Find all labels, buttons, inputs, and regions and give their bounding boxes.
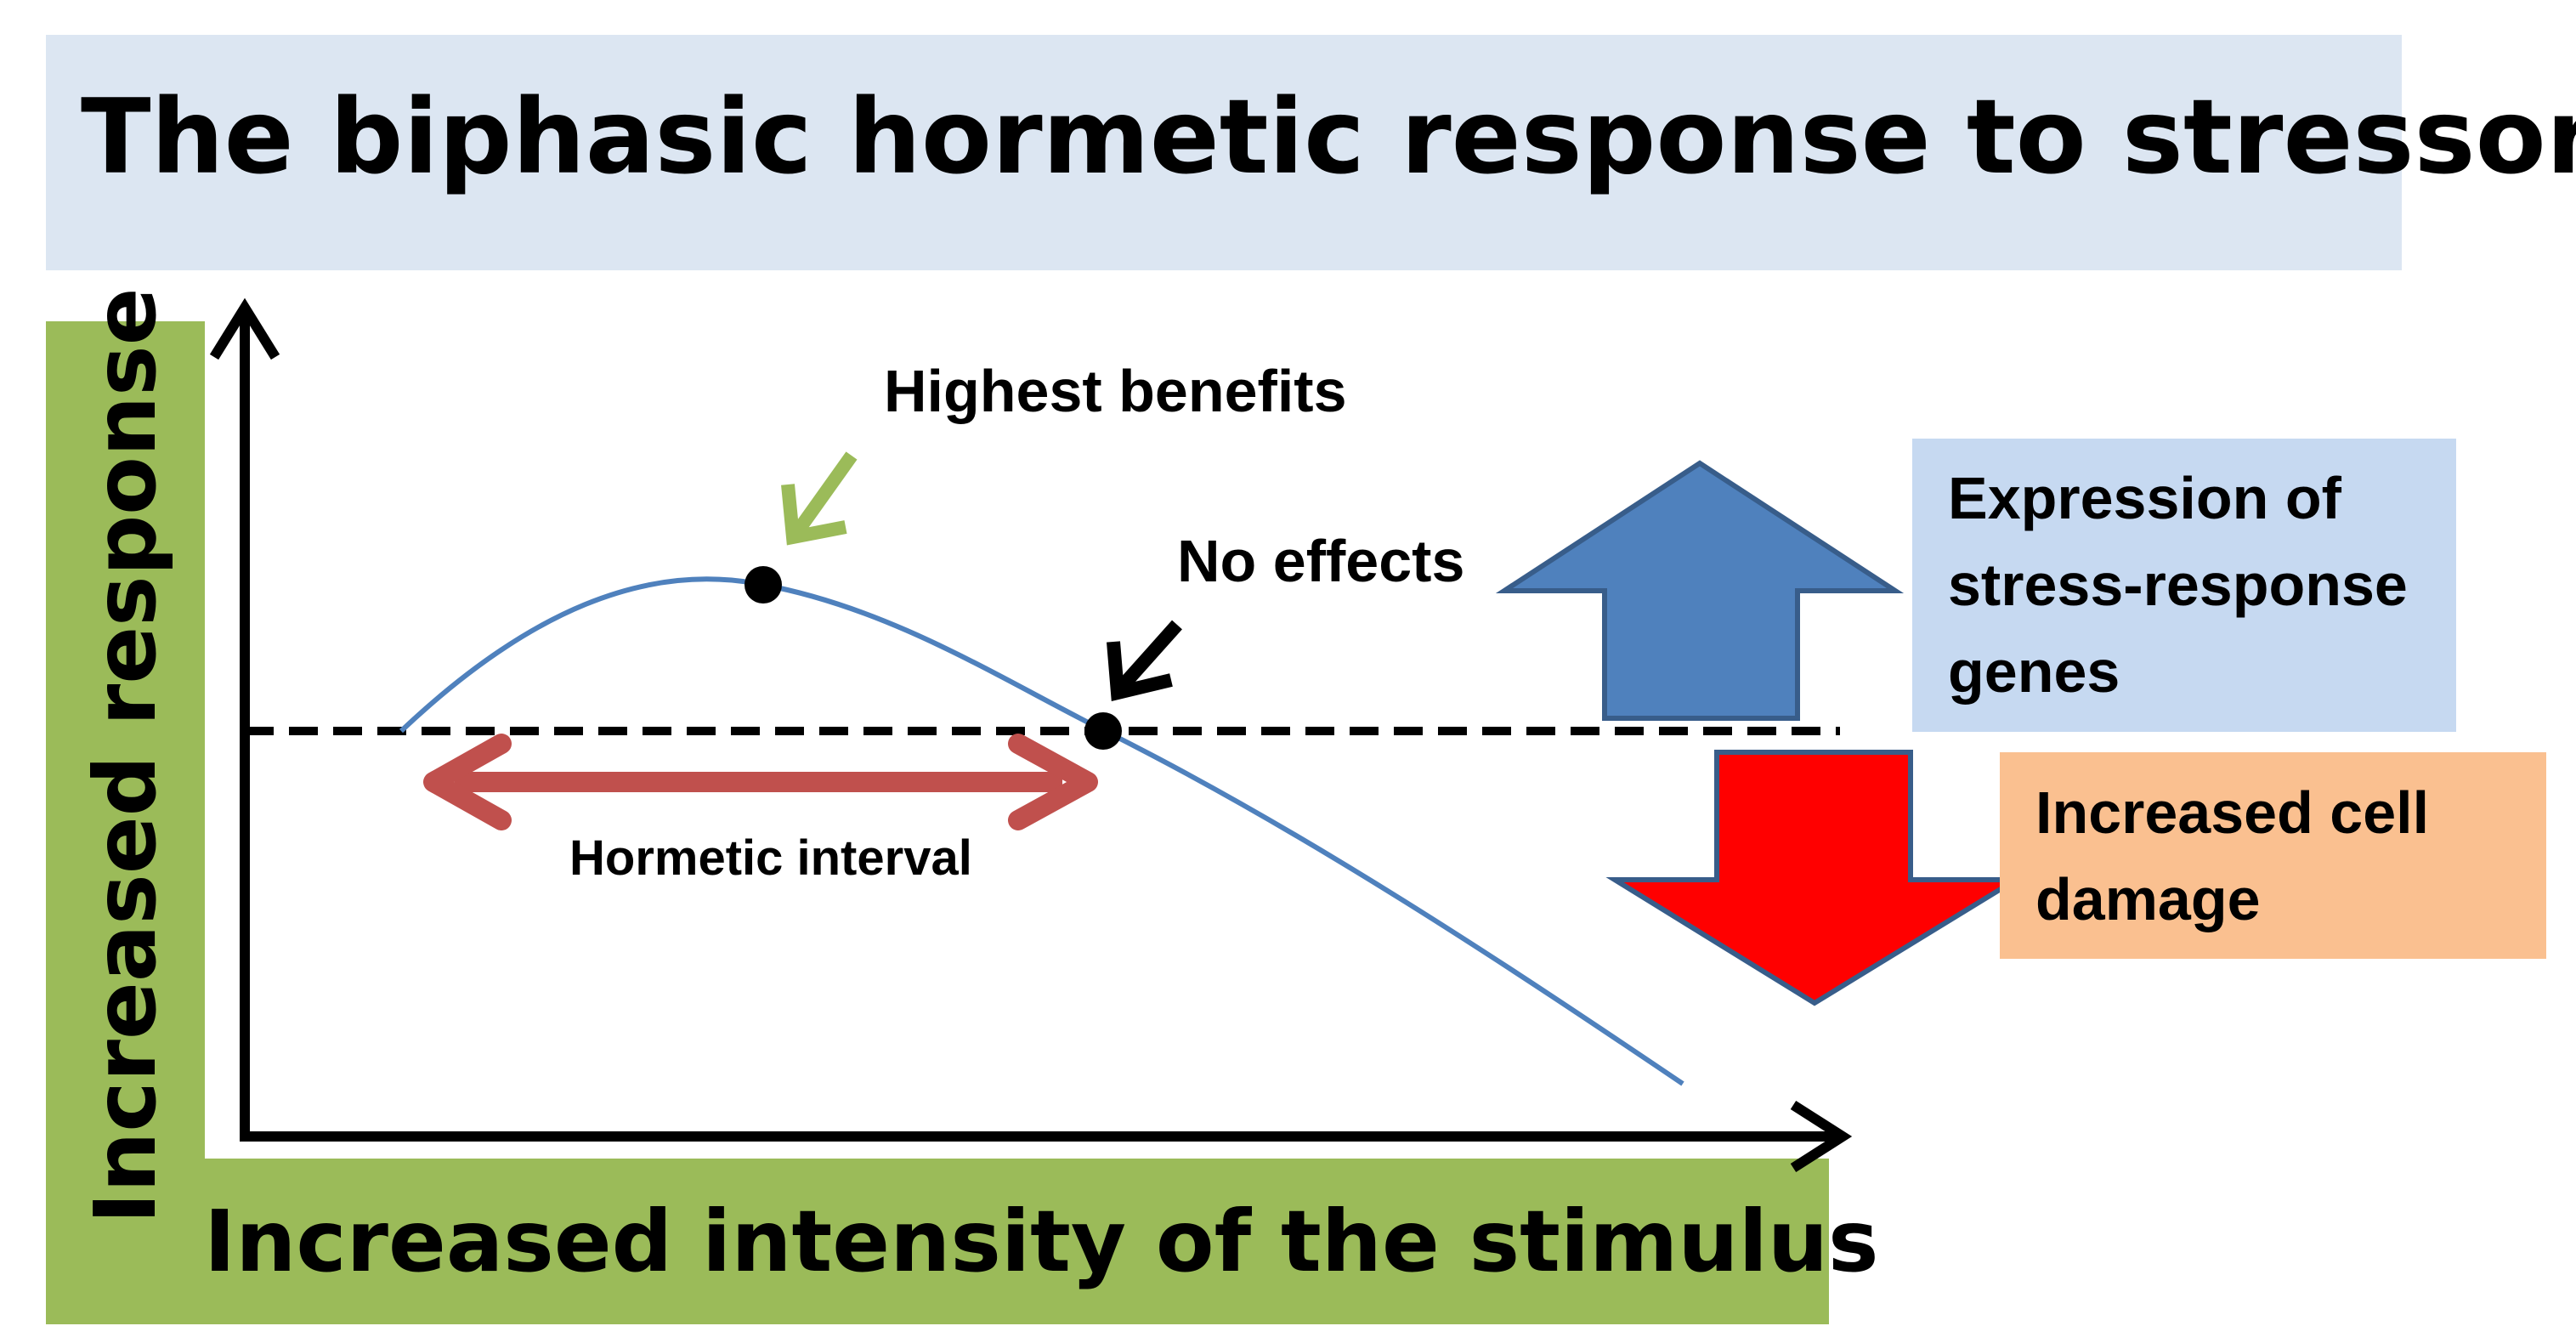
cell-damage-text: Increased cell damage: [2035, 779, 2430, 932]
no-effect-arrow-shaft: [1115, 620, 1182, 694]
down-arrow: [1605, 750, 2025, 1006]
plot-area: [205, 289, 1871, 1159]
x-axis-label-band: [46, 1159, 1829, 1324]
peak-label: Highest benefits: [884, 358, 1347, 424]
no-effect-point: [1084, 712, 1122, 750]
title-banner: [46, 35, 2402, 270]
y-axis-label-band: [46, 321, 205, 1324]
peak-arrow-head: [781, 484, 847, 546]
no-effect-label: No effects: [1177, 528, 1465, 594]
response-curve: [399, 576, 1684, 1086]
interval-arrow-left-head: [423, 734, 512, 830]
gene-expression-text: Expression of stress-response genes: [1948, 465, 2408, 705]
x-axis-arrowhead: [1790, 1100, 1853, 1173]
diagram-title: The biphasic hormetic response to stress…: [81, 77, 2576, 197]
no-effect-arrow-head: [1107, 641, 1173, 701]
peak-arrow-shaft: [789, 451, 858, 540]
up-arrow: [1495, 460, 1905, 721]
hormetic-interval-label: Hormetic interval: [569, 830, 972, 886]
interval-arrow-right-head: [1008, 734, 1098, 830]
peak-point: [744, 566, 782, 604]
y-axis-arrowhead: [209, 298, 280, 360]
x-axis-label: Increased intensity of the stimulus: [204, 1192, 1879, 1291]
gene-expression-box: [1912, 439, 2456, 732]
cell-damage-box: [2000, 752, 2546, 959]
